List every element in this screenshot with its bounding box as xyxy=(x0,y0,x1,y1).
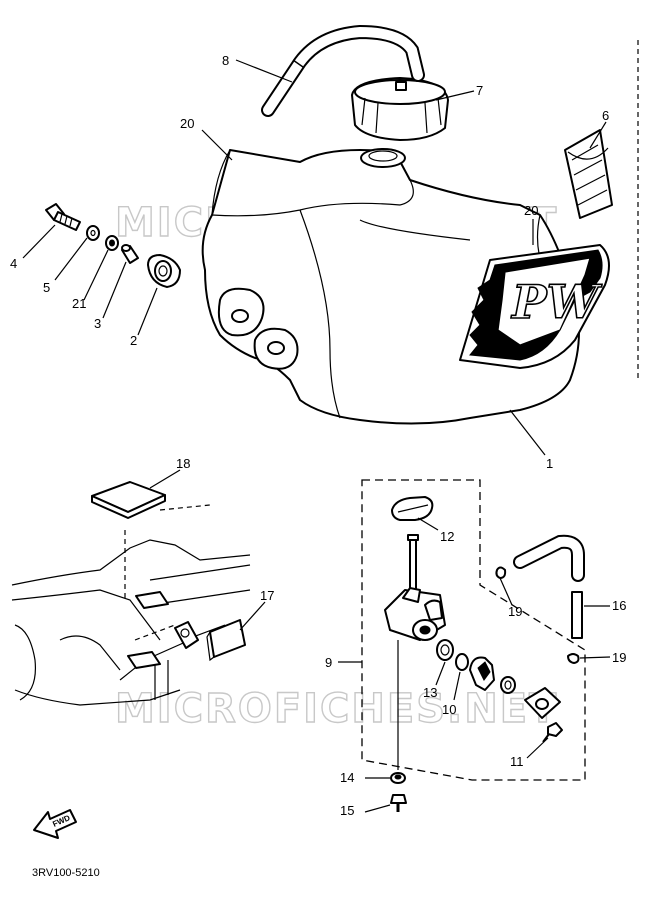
fuel-hose[interactable] xyxy=(513,534,585,639)
fuel-cock-gasket[interactable] xyxy=(436,639,454,661)
callout-2: 2 xyxy=(130,333,137,348)
bolt[interactable] xyxy=(45,203,81,231)
callout-16: 16 xyxy=(612,598,626,613)
callout-5: 5 xyxy=(43,280,50,295)
hose-clip-upper[interactable] xyxy=(495,566,507,579)
watermark-bottom: MICROFICHES.NET xyxy=(115,686,558,732)
callout-20-tank: 20 xyxy=(180,116,194,131)
drain-screw[interactable] xyxy=(390,794,407,812)
fuel-cock-plate[interactable] xyxy=(524,687,561,719)
diagram-code: 3RV100-5210 xyxy=(32,867,100,879)
collar[interactable] xyxy=(121,244,139,264)
tank-bracket[interactable] xyxy=(564,129,613,219)
pw-decal[interactable]: PW xyxy=(459,244,610,369)
callout-6: 6 xyxy=(602,108,609,123)
callout-4: 4 xyxy=(10,256,17,271)
callout-7: 7 xyxy=(476,83,483,98)
fuel-cock-assembly-box xyxy=(361,479,586,781)
callouts: 8 7 6 20 20 4 5 21 3 2 1 18 12 17 19 16 … xyxy=(10,53,626,818)
callout-21: 21 xyxy=(72,296,86,311)
frame-sketch xyxy=(11,504,251,706)
callout-18: 18 xyxy=(176,456,190,471)
callout-19-lower: 19 xyxy=(612,650,626,665)
spacer-washer[interactable] xyxy=(105,235,119,251)
washer[interactable] xyxy=(86,225,100,241)
fuel-strainer[interactable] xyxy=(391,496,434,521)
rubber-pad-upper[interactable] xyxy=(91,481,166,519)
callout-10: 10 xyxy=(442,702,456,717)
callout-11: 11 xyxy=(510,754,524,769)
damper[interactable] xyxy=(147,254,181,288)
callout-9: 9 xyxy=(325,655,332,670)
callout-19-upper: 19 xyxy=(508,604,522,619)
callout-3: 3 xyxy=(94,316,101,331)
callout-12: 12 xyxy=(440,529,454,544)
hose-clip-lower[interactable] xyxy=(567,653,580,664)
callout-15: 15 xyxy=(340,803,354,818)
fuel-cock-lever[interactable] xyxy=(455,653,495,691)
plate-screw[interactable] xyxy=(542,722,563,743)
breather-hose[interactable] xyxy=(261,24,425,117)
fuel-cock-seal[interactable] xyxy=(500,676,516,694)
fwd-arrow-icon: FWD xyxy=(33,809,77,839)
callout-8: 8 xyxy=(222,53,229,68)
callout-14: 14 xyxy=(340,770,354,785)
decal-text: PW xyxy=(510,275,603,329)
callout-1: 1 xyxy=(546,456,553,471)
drain-washer[interactable] xyxy=(390,772,406,784)
fuel-cap[interactable] xyxy=(351,77,449,141)
callout-13: 13 xyxy=(423,685,437,700)
fuel-cock-body[interactable] xyxy=(384,534,446,641)
callout-20-decal: 20 xyxy=(524,203,538,218)
leader-lines xyxy=(22,59,611,813)
rubber-pad-lower[interactable] xyxy=(206,619,246,662)
callout-17: 17 xyxy=(260,588,274,603)
